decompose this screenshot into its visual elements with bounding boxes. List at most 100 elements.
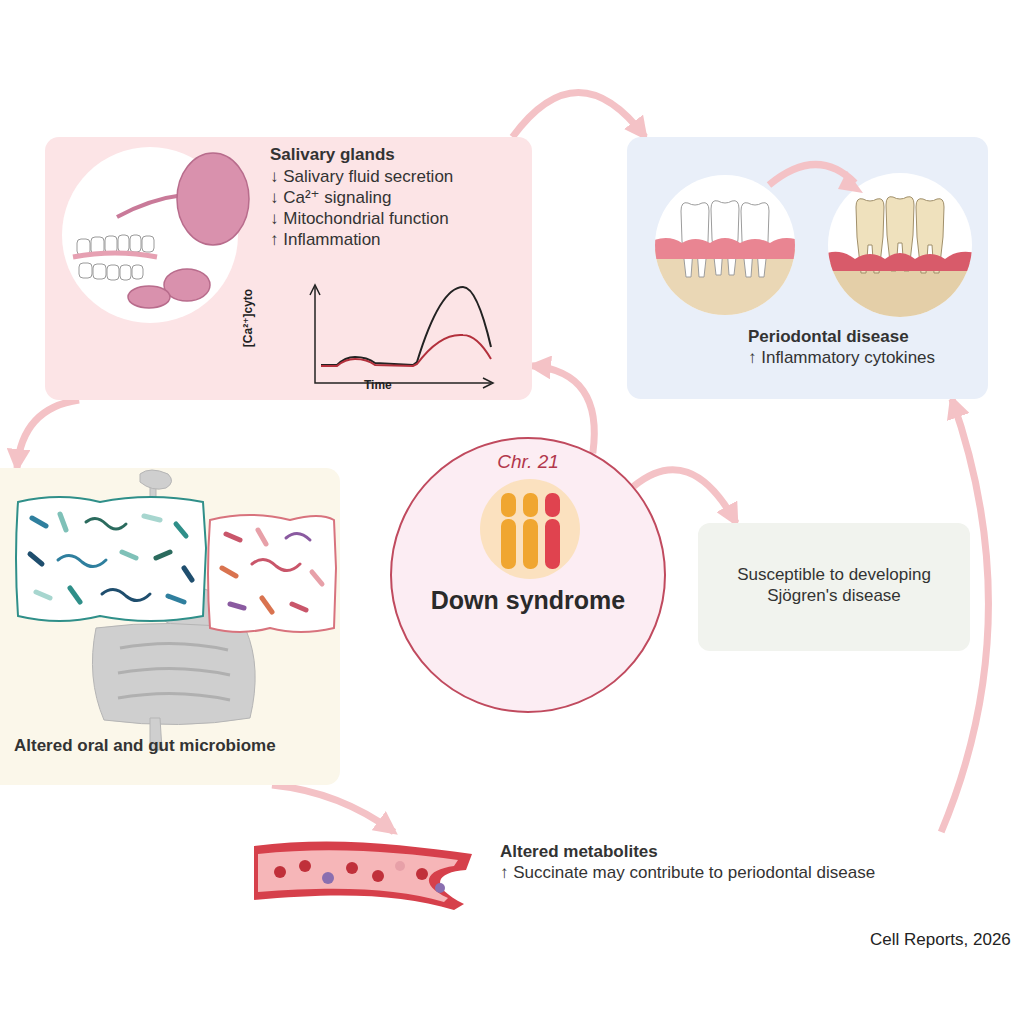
node-text: Down syndrome	[392, 585, 664, 615]
illustration-shape	[36, 592, 50, 598]
illustration-shape	[168, 596, 184, 602]
flow-arrow	[272, 785, 394, 832]
illustration-shape	[322, 872, 334, 884]
illustration-shape	[226, 534, 240, 540]
illustration-shape	[86, 518, 126, 529]
illustration-shape	[310, 285, 320, 295]
illustration-shape	[77, 235, 154, 280]
axis-label: [Ca²⁺]cyto	[241, 289, 255, 347]
illustration-shape	[395, 861, 405, 871]
node-heading: Altered oral and gut microbiome	[14, 736, 334, 756]
illustration-shape	[60, 514, 66, 530]
illustration-shape	[274, 866, 286, 878]
node-text: ↓ Mitochondrial function	[270, 209, 525, 229]
illustration-shape	[346, 862, 358, 874]
source-caption: Cell Reports, 2026	[870, 930, 1011, 950]
illustration-shape	[647, 238, 807, 259]
illustration-shape	[274, 860, 445, 893]
illustration-shape	[310, 285, 493, 388]
illustration-shape	[30, 514, 322, 612]
illustration-shape	[292, 604, 306, 610]
chromosome-illustration	[392, 439, 668, 715]
illustration-shape	[102, 589, 150, 600]
node-heading: Salivary glands	[270, 145, 525, 165]
illustration-shape	[480, 479, 580, 579]
sjogren-box: Susceptible to developing Sjögren's dise…	[698, 523, 970, 651]
illustration-shape	[647, 249, 807, 329]
illustration-shape	[176, 524, 186, 536]
illustration-shape	[312, 572, 322, 584]
illustration-shape	[523, 519, 538, 569]
illustration-shape	[156, 552, 170, 558]
illustration-shape	[711, 201, 739, 275]
illustration-shape	[501, 519, 516, 569]
node-heading: Chr. 21	[392, 451, 664, 474]
illustration-shape	[501, 493, 516, 517]
illustration-shape	[822, 252, 982, 271]
illustration-shape	[79, 263, 92, 278]
illustration-shape	[132, 265, 143, 279]
illustration-shape	[822, 197, 982, 333]
down-syndrome-circle: Chr. 21 Down syndrome	[390, 437, 666, 713]
metabolites-node: Altered metabolites↑ Succinate may contr…	[250, 832, 970, 912]
illustration-shape	[140, 470, 172, 489]
axis-label: Time	[364, 378, 392, 392]
illustration-shape	[144, 516, 160, 520]
node-text: ↑ Inflammatory cytokines	[748, 348, 980, 368]
illustration-shape	[258, 850, 458, 902]
illustration-shape	[222, 568, 236, 576]
illustration-shape	[262, 598, 272, 612]
illustration-shape	[130, 235, 141, 252]
illustration-shape	[93, 264, 106, 279]
illustration-shape	[118, 643, 230, 700]
illustration-shape	[838, 171, 863, 193]
illustration-shape	[16, 497, 206, 621]
illustration-shape	[435, 883, 445, 893]
illustration-shape	[321, 335, 491, 366]
illustration-shape	[647, 201, 807, 329]
illustration-shape	[142, 236, 154, 252]
microbiome-box: Altered oral and gut microbiome	[0, 468, 340, 785]
illustration-shape	[184, 568, 192, 580]
illustration-shape	[315, 287, 491, 383]
illustration-shape	[120, 643, 228, 650]
illustration-shape	[118, 693, 230, 700]
node-heading: Altered metabolites	[500, 842, 960, 862]
node-text: ↑ Succinate may contribute to periodonta…	[500, 863, 960, 883]
illustration-shape	[117, 195, 183, 217]
illustration-shape	[73, 253, 157, 257]
flow-arrow	[17, 400, 79, 468]
illustration-shape	[128, 286, 170, 308]
illustration-shape	[118, 668, 230, 675]
illustration-shape	[523, 493, 538, 517]
illustration-shape	[545, 519, 560, 569]
illustration-shape	[30, 554, 42, 564]
illustration-shape	[321, 287, 491, 365]
illustration-shape	[254, 841, 472, 910]
illustration-shape	[70, 588, 80, 602]
illustration-shape	[483, 378, 493, 388]
illustration-shape	[92, 623, 255, 724]
node-heading: Susceptible to developing Sjögren's dise…	[712, 564, 956, 607]
salivary-box: Salivary glands↓ Salivary fluid secretio…	[45, 137, 532, 400]
periodontal-box: Periodontal disease↑ Inflammatory cytoki…	[627, 137, 988, 399]
node-text: ↑ Inflammation	[270, 230, 525, 250]
illustration-shape	[58, 555, 106, 566]
illustration-shape	[299, 860, 311, 872]
illustration-shape	[545, 493, 560, 517]
node-text: ↓ Ca²⁺ signaling	[270, 188, 525, 208]
illustration-shape	[177, 153, 249, 245]
illustration-shape	[118, 235, 129, 252]
illustration-shape	[122, 552, 136, 558]
illustration-shape	[252, 559, 300, 570]
illustration-shape	[120, 265, 131, 280]
illustration-shape	[822, 263, 982, 333]
illustration-shape	[230, 604, 244, 608]
illustration-shape	[286, 533, 310, 540]
illustration-shape	[208, 515, 336, 632]
flow-arrow	[513, 93, 646, 138]
illustration-shape	[107, 265, 119, 280]
illustration-shape	[416, 868, 428, 880]
illustration-shape	[164, 269, 210, 301]
